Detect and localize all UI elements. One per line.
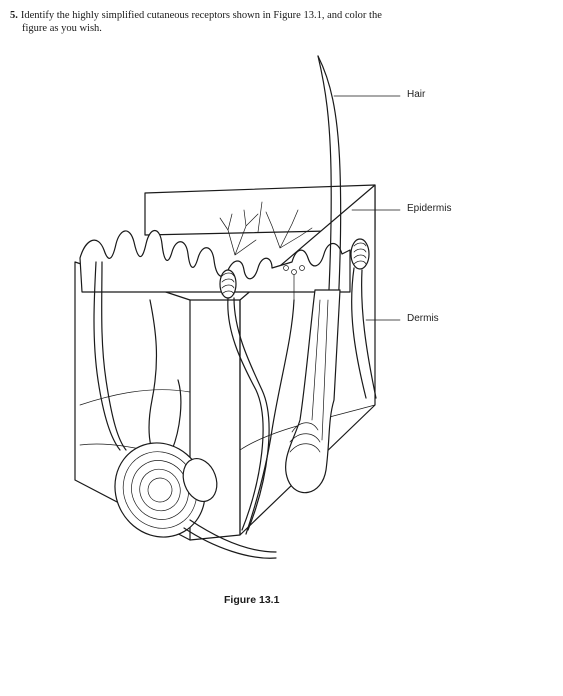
- label-hair: Hair: [407, 89, 426, 100]
- meissner-corpuscle-right: [350, 238, 370, 270]
- label-dermis: Dermis: [407, 313, 439, 324]
- nerve-fibers: [93, 261, 377, 535]
- question-line-1: Identify the highly simplified cutaneous…: [20, 10, 382, 21]
- free-nerve-endings: [219, 209, 313, 256]
- merkel-discs: [283, 265, 305, 301]
- question-text: 5.Identify the highly simplified cutaneo…: [10, 9, 430, 35]
- epidermis-ridges: [79, 229, 351, 293]
- question-number: 5.: [10, 10, 18, 21]
- label-epidermis: Epidermis: [407, 203, 452, 214]
- pacinian-corpuscle: [114, 442, 277, 559]
- figure-caption: Figure 13.1: [224, 594, 280, 606]
- meissner-corpuscle: [219, 269, 237, 299]
- question-line-2: figure as you wish.: [22, 23, 102, 34]
- hair-and-follicle: [284, 55, 342, 494]
